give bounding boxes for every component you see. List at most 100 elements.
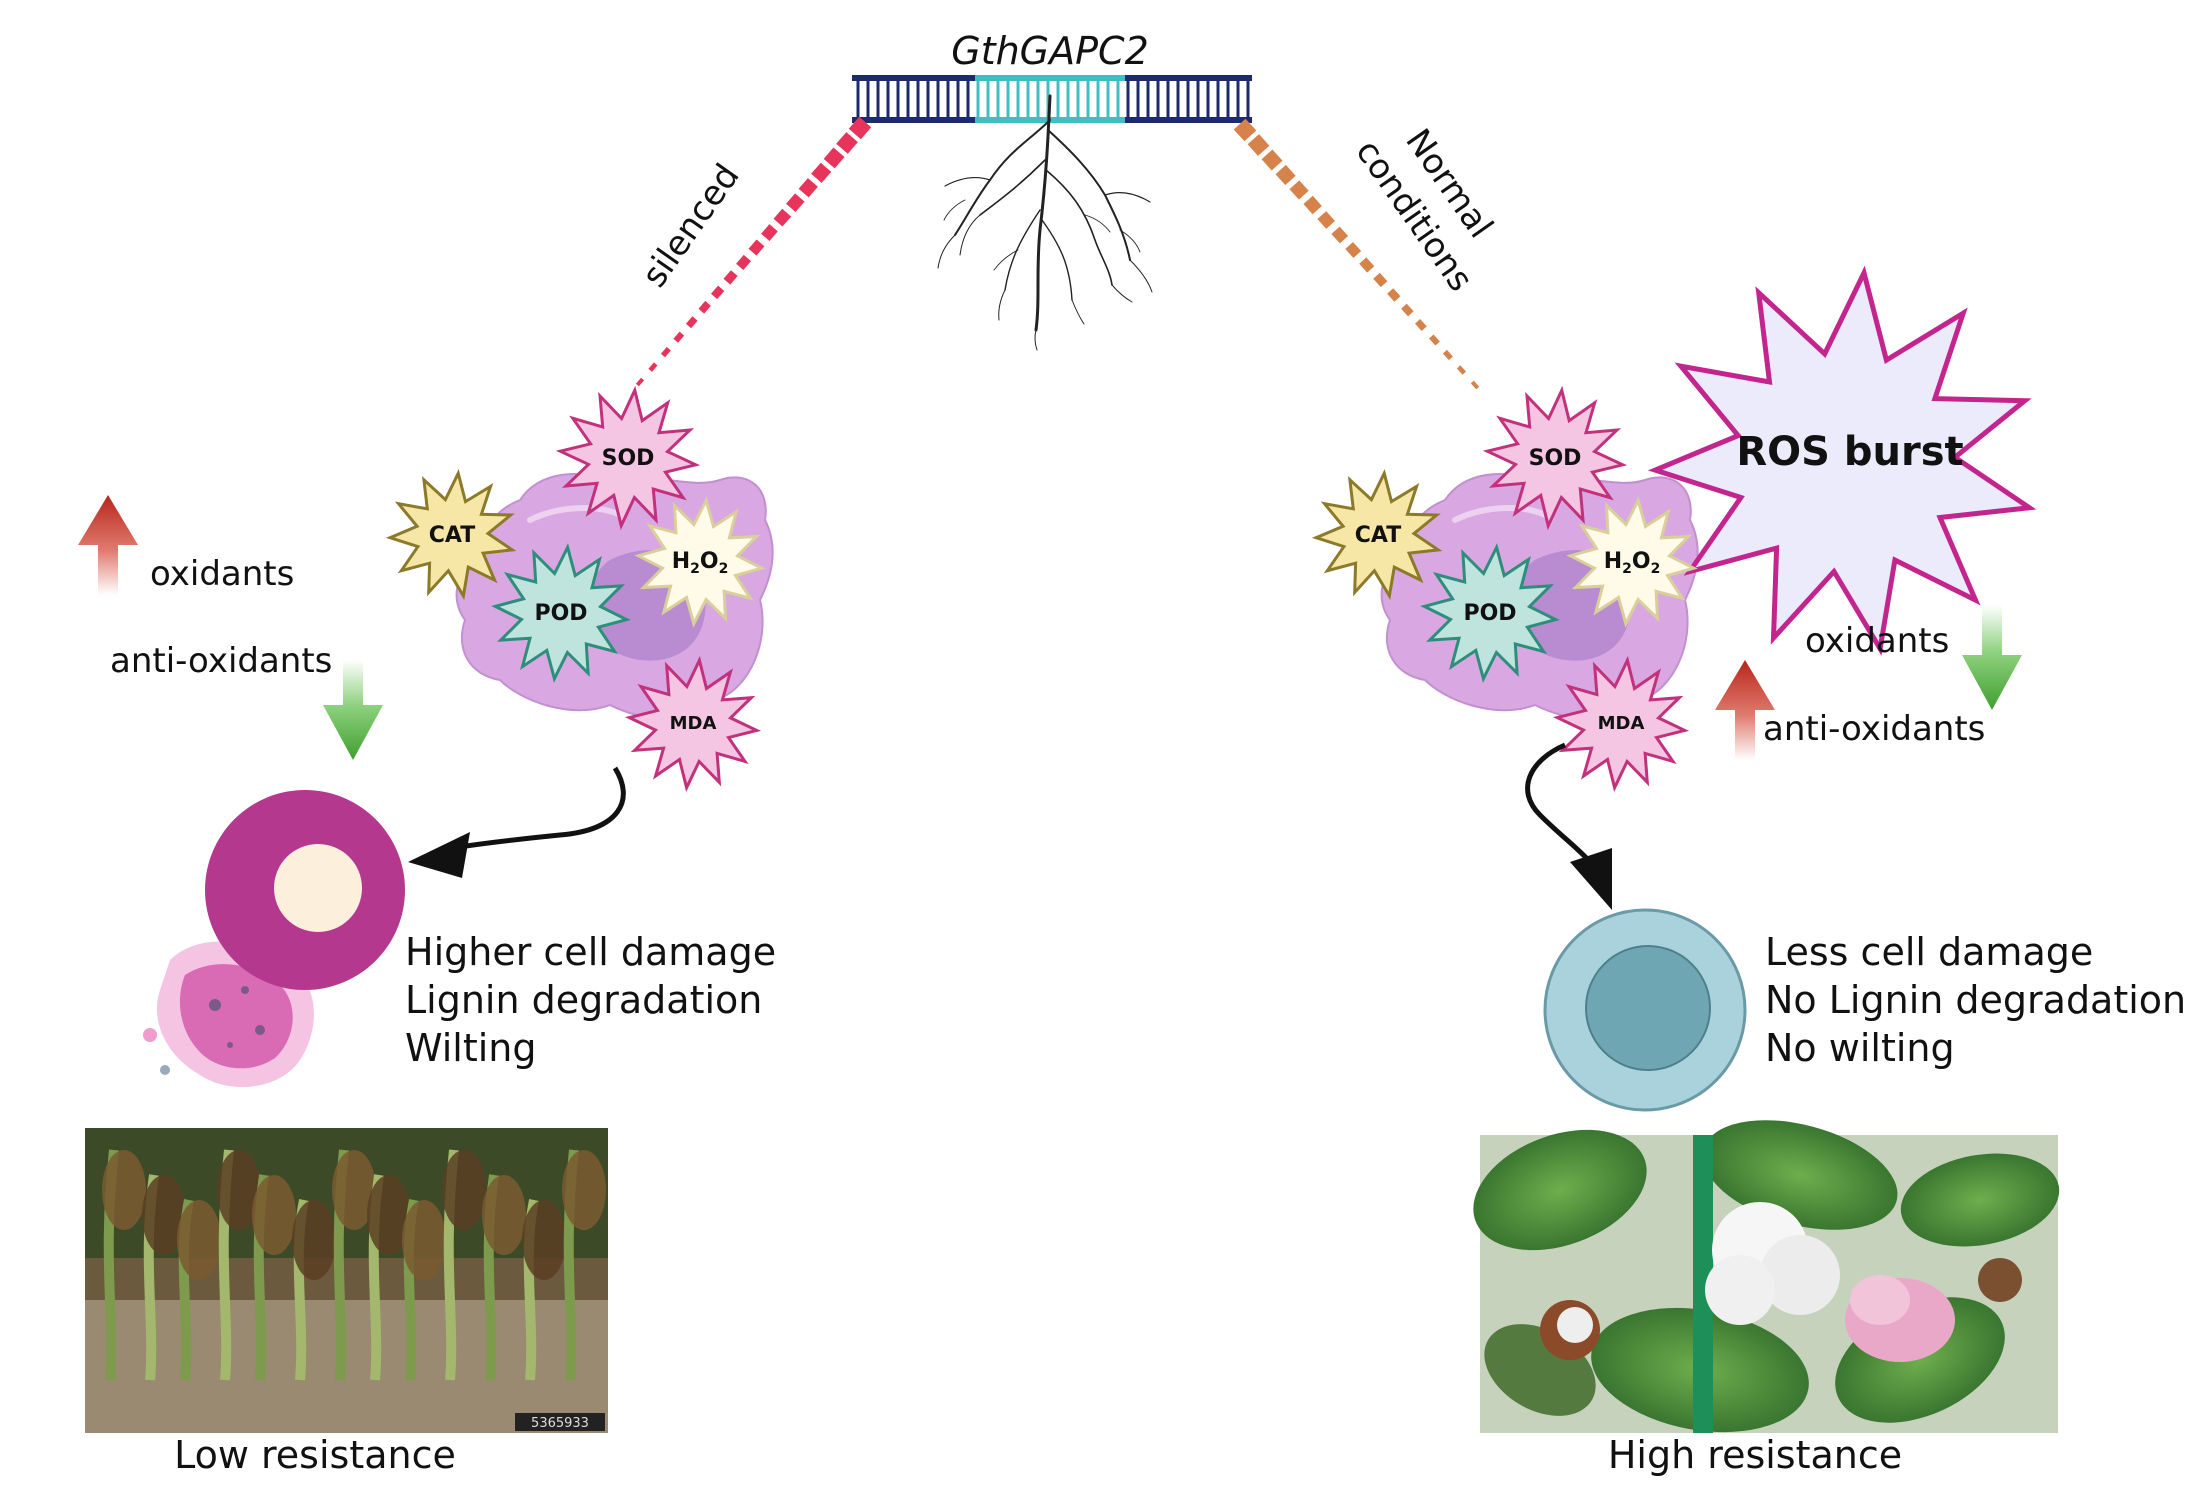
path-dash [1456, 365, 1467, 375]
wilted-leaf [217, 1150, 261, 1230]
left-effect-1: Higher cell damage [405, 930, 776, 974]
silenced-path [635, 116, 872, 387]
path-dash [848, 116, 872, 140]
damaged-cell-icon [143, 790, 405, 1087]
path-dash [1289, 180, 1309, 200]
left-oxidants-label: oxidants [150, 554, 294, 594]
debris-dot-5 [160, 1065, 170, 1075]
path-dash [673, 331, 685, 343]
path-dash [1442, 349, 1453, 361]
left-effect-2: Lignin degradation [405, 978, 762, 1022]
wilted-leaf [142, 1175, 186, 1255]
left-pod-label: POD [534, 601, 587, 626]
right-anti-oxidants-label: anti-oxidants [1763, 709, 1985, 749]
right-effect-3: No wilting [1765, 1026, 1955, 1070]
path-dash [823, 147, 845, 169]
path-dash [711, 285, 725, 300]
path-dash [1387, 288, 1401, 302]
left-cat-star: CAT [385, 468, 517, 601]
right-oxidants-down-arrow [1962, 605, 2022, 710]
wilted-leaf [177, 1200, 221, 1280]
left-anti-oxidants-down-arrow [323, 660, 383, 760]
left-cat-label: CAT [429, 523, 475, 548]
path-dash [1373, 272, 1388, 288]
right-curved-arrow [1525, 742, 1612, 910]
right-mda-star: MDA [1552, 655, 1690, 793]
right-cell-shine [1452, 505, 1548, 523]
right-sod-star: SOD [1482, 385, 1628, 531]
debris-dot-1 [209, 999, 221, 1011]
path-dash [660, 346, 671, 358]
path-dash [1233, 118, 1257, 142]
path-dash [1331, 226, 1349, 244]
path-dash [635, 377, 645, 387]
debris-dot-3 [255, 1025, 265, 1035]
right-pod-star: POD [1420, 543, 1560, 683]
path-dash [685, 316, 698, 329]
debris-dot-6 [143, 1028, 157, 1042]
wilted-leaf [252, 1175, 296, 1255]
right-cat-star: CAT [1311, 468, 1443, 601]
damaged-cell-nucleus [274, 844, 362, 932]
left-curved-arrow [408, 766, 626, 878]
wilted-leaf [367, 1175, 411, 1255]
right-sod-label: SOD [1529, 446, 1582, 471]
path-dash [1470, 380, 1480, 390]
path-dash [698, 300, 711, 314]
wilted-leaf [292, 1200, 336, 1280]
left-h2o2-star: H2O2 [634, 496, 766, 628]
path-dash [798, 178, 818, 198]
left-cell-shine [527, 505, 623, 523]
path-dash [836, 132, 858, 154]
left-mda-star: MDA [624, 655, 762, 793]
path-dash [811, 162, 832, 183]
path-dash [1401, 303, 1414, 317]
cell-debris-inner [179, 964, 293, 1069]
right-anti-oxidants-up-arrow [1715, 660, 1775, 760]
left-sod-star: SOD [555, 385, 701, 531]
path-dash [723, 270, 738, 285]
right-cat-label: CAT [1355, 523, 1401, 548]
path-dash [1261, 149, 1283, 171]
gene-dna: GthGAPC2 [852, 29, 1252, 123]
root-icon [937, 94, 1153, 351]
left-caption: Low resistance [174, 1433, 456, 1477]
wilted-leaf [562, 1150, 606, 1230]
right-mda-label: MDA [1598, 713, 1645, 734]
ros-burst-label: ROS burst [1736, 429, 1963, 475]
ros-burst-star: ROS burst [1647, 265, 2037, 656]
wilted-leaf [332, 1150, 376, 1230]
path-dash [1345, 241, 1362, 259]
wilted-field-photo: 5365933 [85, 1128, 608, 1433]
path-dash [1429, 334, 1440, 346]
wilted-leaf [522, 1200, 566, 1280]
healthy-cell-nucleus [1585, 945, 1711, 1071]
left-anti-oxidants-label: anti-oxidants [110, 641, 332, 681]
dna-rungs [856, 80, 1250, 118]
photo-code: 5365933 [531, 1416, 589, 1431]
debris-dot-4 [227, 1042, 233, 1048]
path-dash [648, 362, 658, 372]
path-dash [786, 193, 805, 212]
path-dash [736, 254, 752, 271]
right-effect-1: Less cell damage [1765, 930, 2093, 974]
path-dash [1415, 319, 1427, 331]
wilted-leaf [102, 1150, 146, 1230]
right-h2o2-label: H2O2 [1604, 549, 1661, 577]
right-pod-label: POD [1463, 601, 1516, 626]
debris-dot-2 [241, 986, 249, 994]
right-caption: High resistance [1608, 1433, 1902, 1477]
normal-path [1233, 118, 1480, 390]
left-sod-label: SOD [602, 446, 655, 471]
path-dash [1303, 195, 1322, 215]
healthy-cell-icon [1543, 908, 1747, 1112]
right-effect-2: No Lignin degradation [1765, 978, 2186, 1022]
path-dash [1359, 257, 1375, 273]
path-dash [748, 239, 765, 256]
path-dash [773, 208, 792, 227]
left-h2o2-label: H2O2 [672, 549, 729, 577]
wilted-leaf [442, 1150, 486, 1230]
path-dash [761, 224, 778, 242]
left-effect-3: Wilting [405, 1026, 537, 1070]
